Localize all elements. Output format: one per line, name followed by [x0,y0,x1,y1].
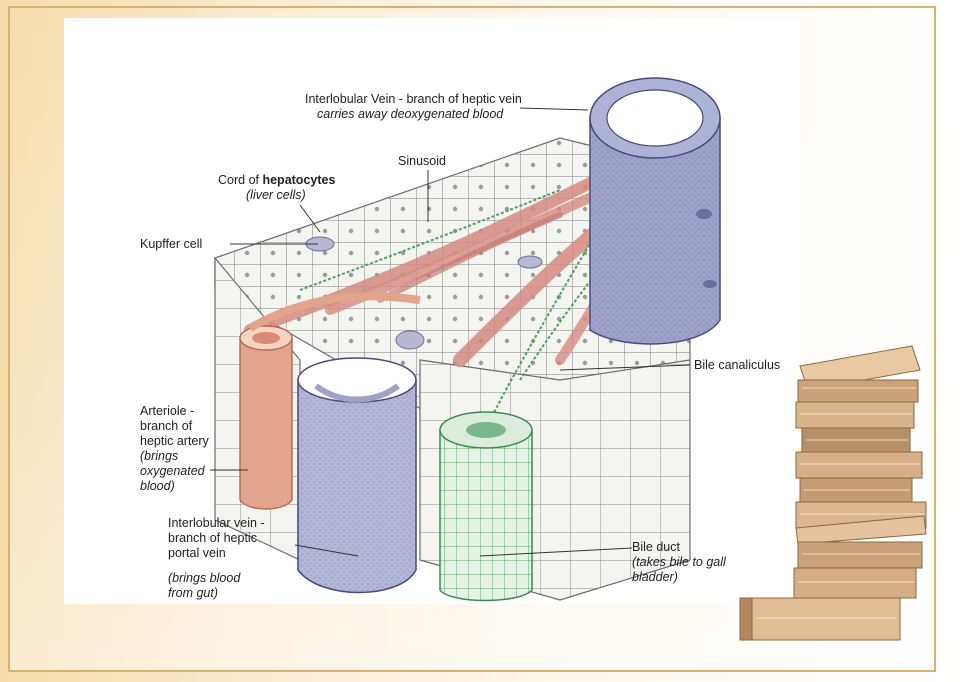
label-interlobular-hepatic-vein: Interlobular Vein - branch of heptic vei… [305,92,522,122]
hepatic-vein [589,77,721,345]
label-bile-duct: Bile duct (takes bile to gall bladder) [632,540,726,585]
label-hepatic-vein-note: carries away deoxygenated blood [317,107,504,121]
books-stack-image [739,345,927,641]
bile-duct [439,411,533,602]
label-arteriole-line3: heptic artery [140,434,209,448]
label-portal-vein: Interlobular vein - branch of heptic por… [168,516,265,601]
kupffer-cells [305,236,543,350]
label-bile-duct-note2: bladder) [632,570,678,584]
label-sinusoid: Sinusoid [398,154,446,168]
label-portal-line1: Interlobular vein - [168,516,265,530]
label-cord-hepatocytes: hepatocytes [262,173,336,187]
label-portal-line3: portal vein [168,546,226,560]
label-hepatic-vein-title: Interlobular Vein - branch of heptic vei… [305,92,522,106]
leader-lines [210,107,691,557]
label-arteriole-line1: Arteriole - [140,404,195,418]
label-cord-of-hepatocytes: Cord of hepatocytes (liver cells) [218,173,335,203]
label-arteriole-note2: oxygenated [140,464,205,478]
label-arteriole-line2: branch of [140,419,193,433]
label-arteriole: Arteriole - branch of heptic artery (bri… [140,404,209,494]
label-portal-note1: (brings blood [168,571,241,585]
label-bile-canaliculus: Bile canaliculus [694,358,781,372]
label-cord-liver-cells: (liver cells) [246,188,306,202]
portal-vein [297,357,417,594]
label-portal-note2: from gut) [168,586,219,600]
label-portal-line2: branch of heptic [168,531,257,545]
label-bile-duct-note1: (takes bile to gall [632,555,726,569]
label-arteriole-note1: (brings [140,449,179,463]
label-bile-duct-title: Bile duct [632,540,680,554]
label-cord-prefix: Cord of [218,173,263,187]
arteriole [239,292,421,510]
label-arteriole-note3: blood) [140,479,175,493]
label-kupffer-cell: Kupffer cell [140,237,203,251]
